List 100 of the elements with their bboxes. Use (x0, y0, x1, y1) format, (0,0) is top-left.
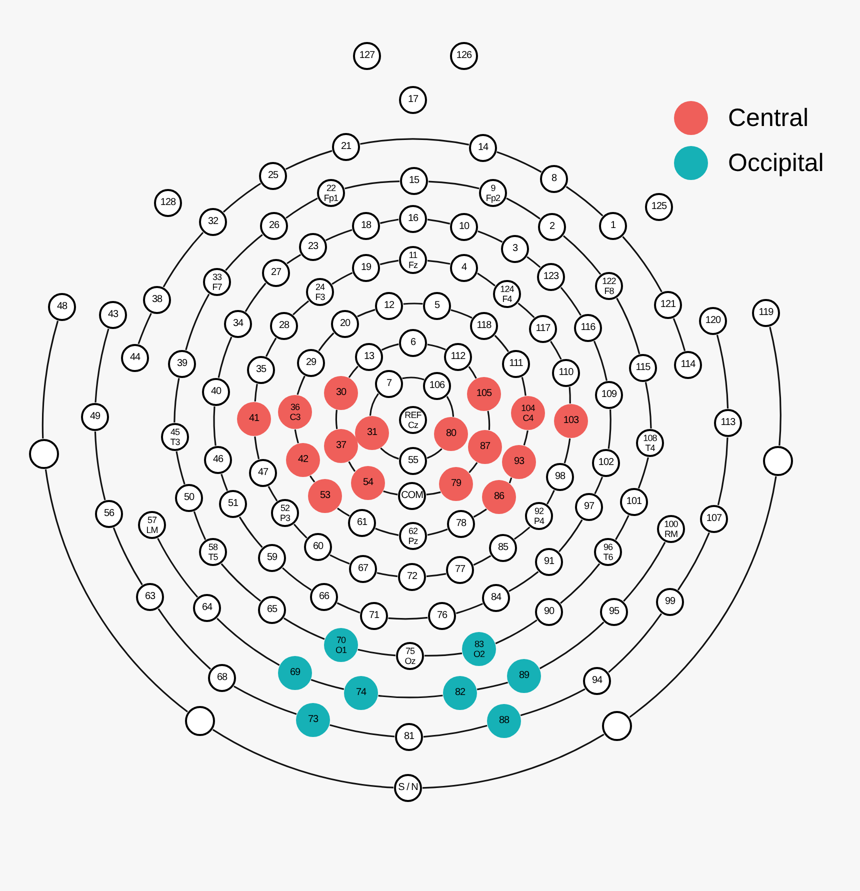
connecting-arc (222, 182, 262, 213)
connecting-arc (508, 477, 512, 484)
connecting-arc (185, 294, 210, 350)
electrode-number: 69 (290, 668, 300, 678)
connecting-arc (672, 318, 686, 352)
electrode-number: S / N (398, 783, 418, 793)
electrode-number: 63 (144, 592, 156, 602)
electrode-number: 102 (598, 458, 614, 468)
connecting-arc (310, 679, 344, 690)
electrode-number: 113 (720, 418, 736, 428)
electrode-number: 49 (90, 412, 100, 422)
electrode-number: 37 (336, 441, 346, 451)
connecting-arc (616, 298, 640, 354)
electrode-number: 85 (498, 543, 508, 553)
electrode-number: 97 (584, 502, 594, 512)
connecting-arc (521, 377, 526, 396)
connecting-arc (360, 138, 470, 146)
connecting-arc (494, 334, 510, 352)
electrode-number: 60 (312, 542, 324, 552)
electrode-number: 53 (320, 491, 330, 501)
connecting-arc (376, 572, 398, 578)
connecting-arc (468, 462, 478, 474)
electrode-number: 118 (476, 321, 492, 331)
electrode-label: Fp2 (486, 193, 500, 203)
electrode-number: 44 (130, 353, 140, 363)
electrode-number: 83 (474, 639, 484, 649)
connecting-arc (244, 282, 266, 312)
connecting-arc (508, 571, 539, 592)
connecting-arc (220, 474, 228, 491)
connecting-arc (564, 438, 571, 464)
electrode-number: 86 (494, 492, 504, 502)
connecting-arc (380, 448, 399, 460)
electrode-number: 87 (480, 442, 490, 452)
electrode-number: 112 (450, 352, 466, 362)
electrode-number: 124 (500, 284, 514, 294)
electrode-number: 88 (498, 716, 510, 726)
electrode-number: 123 (543, 272, 559, 282)
connecting-arc (380, 218, 399, 224)
electrode-number: 114 (680, 360, 696, 370)
electrode-label: RM (664, 529, 678, 539)
connecting-arc (769, 326, 782, 446)
connecting-arc (473, 508, 487, 518)
connecting-arc (380, 260, 399, 266)
electrode-number: 42 (298, 455, 308, 465)
electrode-number: 58 (208, 542, 218, 552)
electrode-number: 32 (208, 217, 218, 227)
connecting-arc (539, 622, 604, 670)
electrode-number: 93 (514, 457, 524, 467)
electrode-number: 24 (315, 282, 325, 292)
connecting-arc (550, 340, 562, 360)
electrode-number: 122 (602, 276, 616, 286)
electrode-label: T6 (603, 552, 613, 562)
electrode-label: C3 (290, 412, 300, 422)
connecting-arc (42, 320, 59, 438)
connecting-arc (388, 616, 428, 620)
electrode-number: 65 (266, 605, 278, 615)
electrode-number: 62 (408, 526, 418, 536)
connecting-arc (562, 235, 602, 275)
electrode-number: 82 (454, 688, 466, 698)
connecting-arc (402, 376, 424, 380)
electrode-number: 5 (434, 301, 440, 311)
electrode-number: 66 (318, 592, 330, 602)
connecting-arc (426, 491, 441, 496)
electrode-number: 23 (308, 242, 318, 252)
electrode-number: 108 (643, 433, 657, 443)
connecting-arc (225, 234, 263, 271)
electrode-label: T4 (645, 443, 655, 453)
electrode-number: 22 (326, 183, 336, 193)
connecting-arc (335, 410, 338, 430)
electrode-number: 59 (266, 553, 278, 563)
connecting-arc (383, 490, 398, 496)
connecting-arc (623, 542, 666, 602)
electrode-number: 64 (202, 603, 212, 613)
connecting-arc (381, 343, 399, 351)
connecting-arc (157, 538, 198, 598)
electrode-number: 7 (386, 379, 392, 389)
electrode-number: 1 (610, 221, 616, 231)
connecting-arc (638, 457, 649, 489)
connecting-arc (254, 436, 260, 460)
electrode-number: 78 (456, 519, 466, 529)
electrode-number: 71 (368, 611, 380, 621)
electrode-number: COM (401, 491, 423, 501)
electrode-number: 36 (290, 402, 300, 412)
connecting-arc (378, 694, 443, 698)
electrode-number: 17 (408, 95, 418, 105)
connecting-arc (473, 555, 492, 566)
electrode-number: 68 (216, 673, 228, 683)
electrode-number: 72 (406, 572, 418, 582)
electrode-number: 27 (270, 268, 282, 278)
electrode-label: F8 (604, 286, 614, 296)
connecting-arc (426, 573, 446, 578)
electrode-number: 41 (248, 414, 260, 424)
connecting-arc (358, 648, 396, 656)
connecting-arc (593, 340, 608, 381)
electrode-number: 110 (558, 368, 574, 378)
electrode-label: Fz (408, 260, 418, 270)
connecting-arc (468, 366, 477, 379)
connecting-arc (428, 180, 480, 190)
electrode-label: F7 (212, 282, 222, 292)
connecting-arc (427, 218, 450, 224)
